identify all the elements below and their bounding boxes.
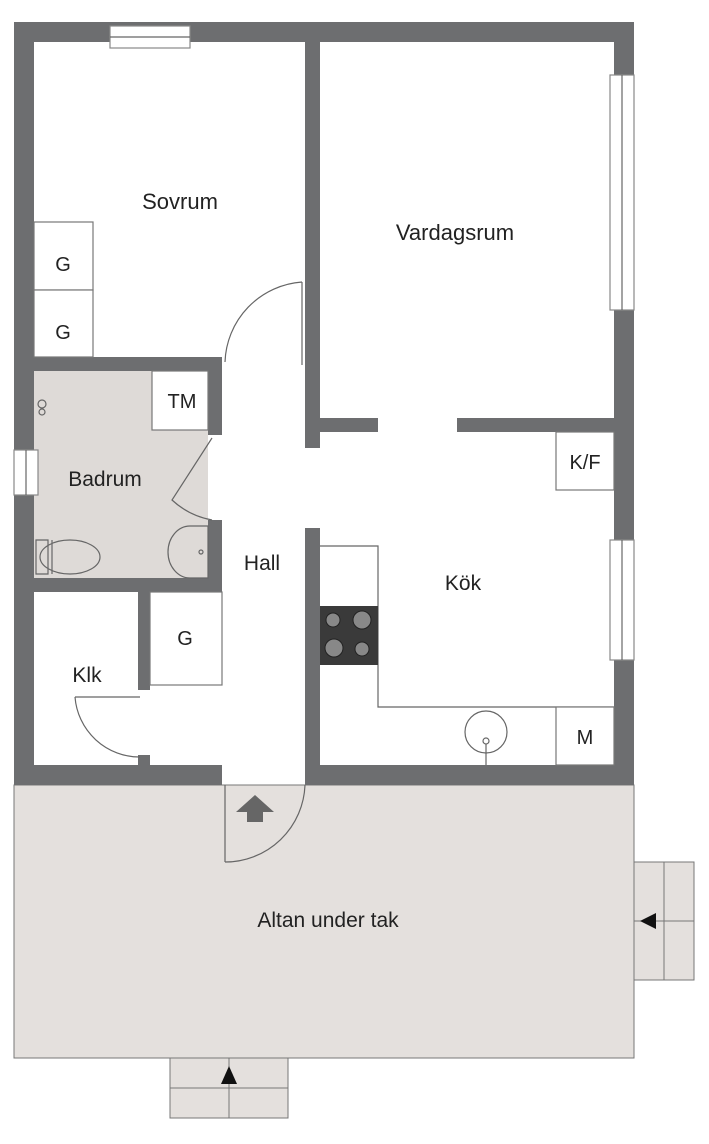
- shower-icon: [37, 399, 47, 416]
- wardrobe-hall: [149, 591, 223, 686]
- steps-bottom: [169, 1057, 289, 1119]
- stove-icon: [320, 606, 378, 665]
- sink-icon: [464, 710, 508, 765]
- room-label-sovrum: Sovrum: [142, 189, 218, 214]
- entry-arrow-icon: [221, 1066, 237, 1084]
- entry-arrow-icon: [640, 913, 656, 929]
- wardrobe-label: G: [55, 322, 71, 344]
- washbasin-icon: [167, 525, 209, 579]
- dishwasher: [555, 706, 615, 766]
- toilet-icon: [35, 539, 101, 575]
- fridge-freezer-label: K/F: [569, 452, 600, 474]
- room-label-hall: Hall: [244, 552, 280, 575]
- wardrobe-label: G: [177, 628, 193, 650]
- wardrobe-label: G: [55, 254, 71, 276]
- washing-machine-label: TM: [168, 391, 197, 413]
- windows: [13, 25, 635, 661]
- wardrobe-1: [33, 221, 94, 291]
- wardrobe-2: [33, 289, 94, 358]
- fridge-freezer: [555, 431, 615, 491]
- room-label-altan: Altan under tak: [257, 909, 399, 932]
- room-label-klk: Klk: [72, 664, 102, 687]
- room-label-kok: Kök: [445, 572, 482, 595]
- dishwasher-label: M: [577, 727, 594, 749]
- room-label-vardagsrum: Vardagsrum: [396, 220, 514, 245]
- doors: [74, 281, 306, 863]
- altan-floor: [13, 784, 635, 1059]
- steps-right: [633, 861, 695, 981]
- entrance-arrow-icon: [236, 795, 274, 822]
- room-label-badrum: Badrum: [68, 468, 142, 491]
- washing-machine: [151, 370, 209, 431]
